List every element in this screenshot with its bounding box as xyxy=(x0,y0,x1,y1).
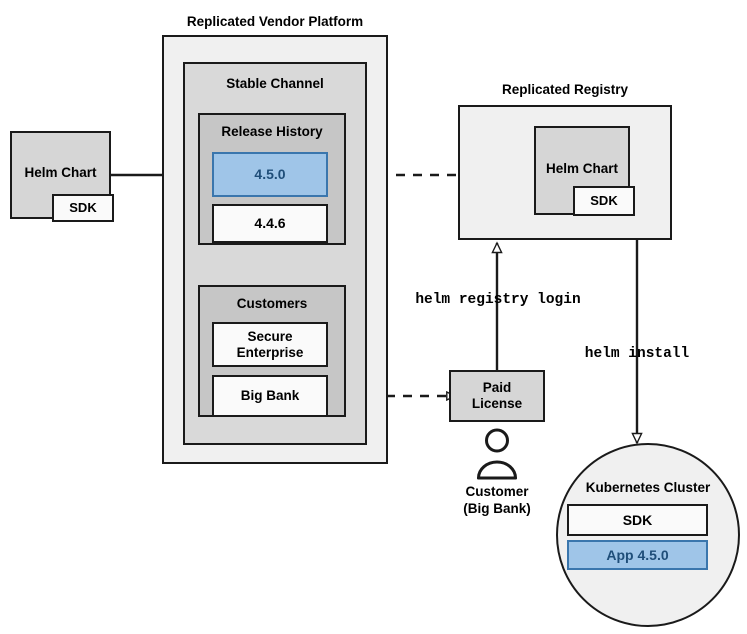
customer-name-line1: Customer xyxy=(465,484,529,499)
customer-item-big-bank-label: Big Bank xyxy=(240,388,300,404)
cluster-component-app-label: App 4.5.0 xyxy=(606,546,669,563)
release-history-label: Release History xyxy=(221,124,323,139)
helm-chart-source-label: Helm Chart xyxy=(24,165,97,180)
release-item-4-4-6-label: 4.4.6 xyxy=(254,215,286,232)
customer-item-secure-enterprise[interactable]: Secure Enterprise xyxy=(212,322,328,367)
person-icon xyxy=(477,428,517,480)
registry-helm-chart-sdk[interactable]: SDK xyxy=(573,186,635,216)
release-item-4-4-6[interactable]: 4.4.6 xyxy=(212,204,328,243)
paid-license-box[interactable]: Paid License xyxy=(449,370,545,422)
helm-chart-source-sdk-label: SDK xyxy=(69,199,97,215)
customer-item-secure-enterprise-label: Secure Enterprise xyxy=(236,328,304,360)
registry-title: Replicated Registry xyxy=(501,82,629,97)
kubernetes-cluster-label: Kubernetes Cluster xyxy=(585,480,711,495)
vendor-platform-title: Replicated Vendor Platform xyxy=(186,14,364,29)
paid-license-label: Paid License xyxy=(471,380,523,411)
customer-name-line2: (Big Bank) xyxy=(463,500,531,516)
command-helm-install: helm install xyxy=(584,346,690,362)
release-item-4-5-0[interactable]: 4.5.0 xyxy=(212,152,328,197)
command-helm-registry-login: helm registry login xyxy=(415,292,581,308)
registry-helm-chart-label: Helm Chart xyxy=(545,161,618,176)
helm-chart-source-sdk[interactable]: SDK xyxy=(52,194,114,222)
customers-label: Customers xyxy=(236,296,308,311)
customer-avatar xyxy=(472,428,522,480)
cluster-component-sdk-label: SDK xyxy=(622,511,653,528)
customer-item-big-bank[interactable]: Big Bank xyxy=(212,375,328,417)
stable-channel-label: Stable Channel xyxy=(226,76,324,91)
cluster-component-app[interactable]: App 4.5.0 xyxy=(567,540,708,570)
release-item-4-5-0-label: 4.5.0 xyxy=(254,166,286,183)
customer-name: Customer (Big Bank) xyxy=(427,484,567,518)
registry-helm-chart-sdk-label: SDK xyxy=(590,192,618,208)
cluster-component-sdk[interactable]: SDK xyxy=(567,504,708,536)
